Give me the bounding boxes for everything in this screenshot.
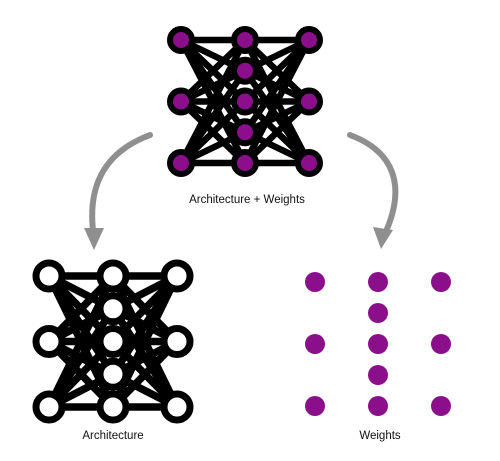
- weight-node-2-2: [431, 396, 451, 416]
- weight-node-1-4: [368, 396, 388, 416]
- network-architecture-and-weights: [167, 26, 323, 177]
- architecture-node-2-0: [160, 259, 194, 293]
- top-node-2-0: [295, 26, 323, 54]
- weight-node-0-0: [305, 272, 325, 292]
- top-node-1-4: [231, 149, 259, 177]
- weight-node-2-0: [431, 272, 451, 292]
- architecture-node-2-1: [160, 325, 194, 358]
- top-node-2-1: [295, 87, 323, 116]
- left-split-arrow: [89, 132, 153, 241]
- top-connection-0-2-1: [177, 67, 249, 167]
- architecture-node-1-1: [96, 292, 130, 326]
- architecture-node-1-2: [96, 325, 130, 358]
- network-architecture: [32, 259, 194, 424]
- top-node-1-3: [231, 118, 259, 147]
- architecture-weights-label: Architecture + Weights: [189, 194, 305, 206]
- top-node-1-0: [231, 26, 259, 54]
- weights-label: Weights: [359, 430, 401, 442]
- top-connection-1-4-0: [241, 36, 313, 167]
- right-arrow-head: [373, 227, 393, 249]
- top-node-0-2: [167, 149, 195, 177]
- architecture-node-0-0: [32, 259, 66, 293]
- weight-node-0-2: [305, 396, 325, 416]
- architecture-label: Architecture: [82, 430, 144, 442]
- architecture-node-0-1: [32, 325, 66, 358]
- top-connection-0-1-0: [177, 36, 249, 105]
- right-split-arrow: [347, 132, 399, 241]
- top-node-1-2: [231, 87, 259, 116]
- top-connection-1-4-1: [241, 98, 313, 167]
- architecture-connection-0-2-1: [45, 305, 117, 411]
- weight-node-1-2: [368, 334, 388, 354]
- architecture-node-1-0: [96, 259, 130, 293]
- architecture-node-2-2: [160, 390, 194, 424]
- weight-node-2-1: [431, 334, 451, 354]
- architecture-node-1-3: [96, 357, 130, 391]
- architecture-node-1-4: [96, 390, 130, 424]
- weight-node-1-0: [368, 272, 388, 292]
- top-node-1-1: [231, 56, 259, 85]
- architecture-node-0-2: [32, 390, 66, 424]
- weight-node-1-1: [368, 303, 388, 323]
- weight-node-1-3: [368, 365, 388, 385]
- top-node-0-0: [167, 26, 195, 54]
- top-connection-0-2-2: [177, 98, 249, 167]
- top-node-2-2: [295, 149, 323, 177]
- left-arrow-head: [84, 228, 104, 250]
- network-weights: [305, 272, 451, 416]
- top-node-0-1: [167, 87, 195, 116]
- weight-node-0-1: [305, 334, 325, 354]
